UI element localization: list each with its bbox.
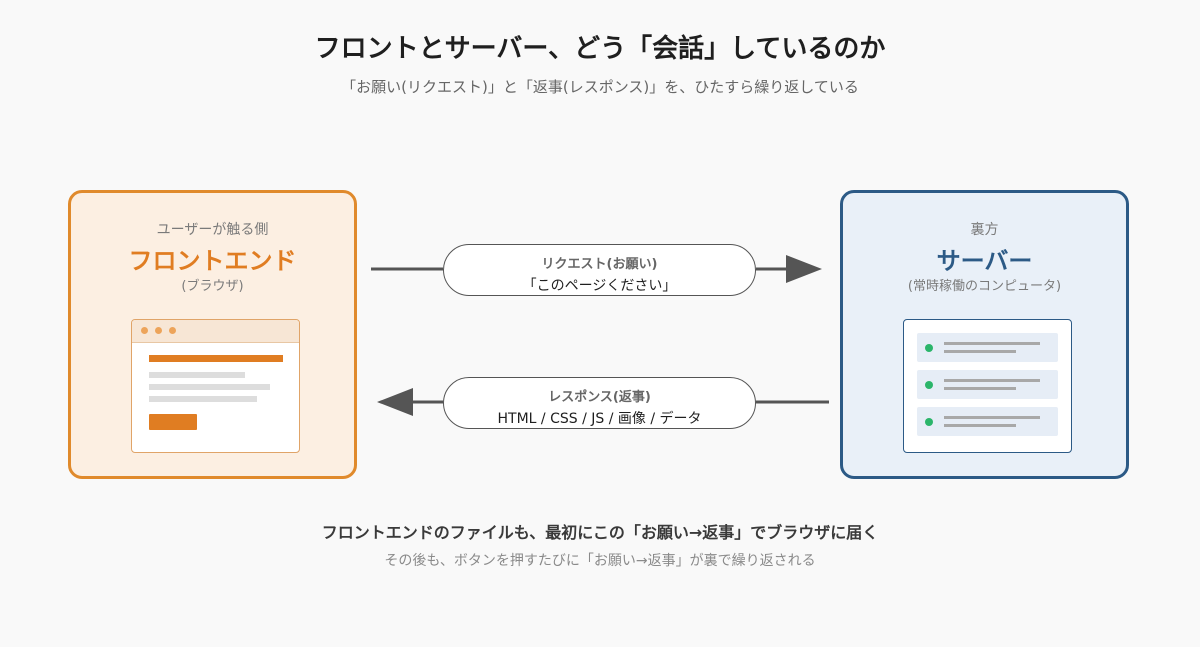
response-label: レスポンス(返事) xyxy=(548,390,651,405)
footer-sub-text: その後も、ボタンを押すたびに「お願い→返事」が裏で繰り返される xyxy=(384,553,816,569)
content-text-line xyxy=(149,396,257,402)
content-button xyxy=(149,414,197,430)
request-label: リクエスト(お願い) xyxy=(541,257,658,272)
browser-window-icon xyxy=(131,319,300,453)
rack-line xyxy=(944,424,1016,427)
status-led-icon xyxy=(925,344,933,352)
frontend-kicker: ユーザーが触る側 xyxy=(156,222,269,238)
server-kicker: 裏方 xyxy=(970,222,999,238)
window-dot-icon xyxy=(169,327,176,334)
window-dot-icon xyxy=(155,327,162,334)
server-subtitle: (常時稼働のコンピュータ) xyxy=(907,279,1062,294)
server-panel: 裏方 サーバー (常時稼働のコンピュータ) xyxy=(840,190,1129,479)
response-pill: レスポンス(返事) HTML / CSS / JS / 画像 / データ xyxy=(443,377,756,429)
page-title: フロントとサーバー、どう「会話」しているのか xyxy=(314,34,886,64)
rack-line xyxy=(944,387,1016,390)
frontend-subtitle: (ブラウザ) xyxy=(181,279,244,294)
rack-line xyxy=(944,416,1040,419)
footer-main-text: フロントエンドのファイルも、最初にこの「お願い→返事」でブラウザに届く xyxy=(321,523,879,542)
page-subtitle: 「お願い(リクエスト)」と「返事(レスポンス)」を、ひたすら繰り返している xyxy=(341,78,859,96)
browser-titlebar xyxy=(132,320,299,343)
rack-line xyxy=(944,379,1040,382)
rack-line xyxy=(944,342,1040,345)
content-text-line xyxy=(149,372,245,378)
content-heading-bar xyxy=(149,355,283,362)
content-text-line xyxy=(149,384,270,390)
frontend-panel: ユーザーが触る側 フロントエンド (ブラウザ) xyxy=(68,190,357,479)
server-unit xyxy=(917,407,1058,436)
request-pill: リクエスト(お願い) 「このページください」 xyxy=(443,244,756,296)
status-led-icon xyxy=(925,381,933,389)
server-rack-icon xyxy=(903,319,1072,453)
frontend-title: フロントエンド xyxy=(128,247,297,275)
window-dot-icon xyxy=(141,327,148,334)
response-arrow xyxy=(377,388,829,416)
rack-line xyxy=(944,350,1016,353)
server-title: サーバー xyxy=(936,247,1033,275)
status-led-icon xyxy=(925,418,933,426)
response-text: HTML / CSS / JS / 画像 / データ xyxy=(497,411,702,427)
request-text: 「このページください」 xyxy=(522,278,677,294)
request-arrow xyxy=(371,255,822,283)
server-unit xyxy=(917,370,1058,399)
server-unit xyxy=(917,333,1058,362)
